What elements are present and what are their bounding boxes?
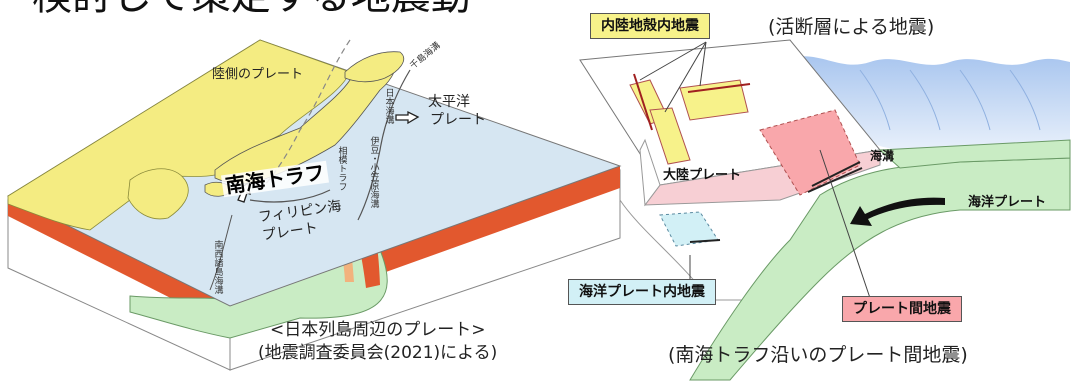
continent-plate-label: 陸側のプレート <box>212 67 304 82</box>
active-fault-label: (活断層による地震) <box>768 16 935 38</box>
inland-fault-3 <box>649 107 691 165</box>
sagami-trough-label: 相模トラフ <box>336 146 347 191</box>
page-heading: 検討して策定する地震動 <box>32 0 471 16</box>
subduction-arrow-icon <box>850 197 945 226</box>
nansei-trench-label: 南西諸島海溝 <box>212 240 223 294</box>
japan-trench-label: 日本海溝 <box>383 88 394 124</box>
plate-edge-front <box>8 196 230 328</box>
pacific-plate-label-1: 太平洋 <box>428 94 470 110</box>
oceanic-plate-label: 海洋プレート <box>968 195 1047 210</box>
intraslab-quake-label: 海洋プレート内地震 <box>568 279 716 305</box>
right-caption: (南海トラフ沿いのプレート間地震) <box>668 344 968 366</box>
right-block <box>579 39 1071 381</box>
peninsula-land <box>127 168 189 220</box>
left-caption-1: <日本列島周辺のプレート> <box>270 320 486 340</box>
trench-label: 海溝 <box>870 149 895 163</box>
izu-ogasawara-trench-label: 伊豆・小笠原海溝 <box>368 136 379 208</box>
pacific-plate-label-2: プレート <box>430 112 486 128</box>
inland-quake-label: 内陸地殻内地震 <box>590 13 710 39</box>
left-block <box>6 39 622 371</box>
continental-plate-label: 大陸プレート <box>663 168 742 183</box>
interplate-quake-label: プレート間地震 <box>842 296 962 322</box>
nankai-trough-line <box>249 189 331 203</box>
hokkaido-land <box>344 51 405 83</box>
pacific-arrow-icon <box>395 110 420 125</box>
japan-trench-line <box>357 69 411 221</box>
left-caption-2: (地震調査委員会(2021)による) <box>258 343 498 363</box>
nansei-trench-line <box>209 214 233 291</box>
continent-land <box>7 39 351 231</box>
